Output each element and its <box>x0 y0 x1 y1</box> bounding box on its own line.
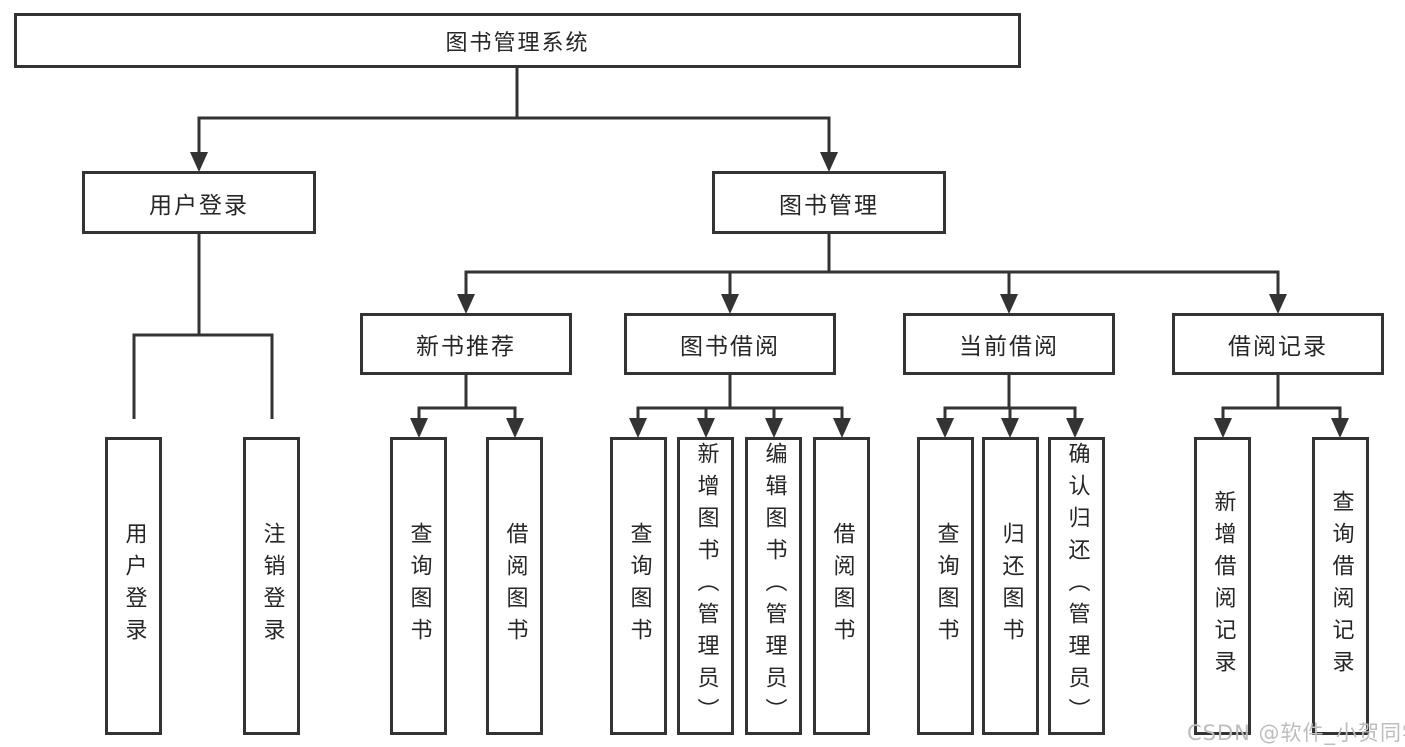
leaf-logout: 注销登录 <box>243 437 300 735</box>
node-new-book-recommendation: 新书推荐 <box>360 313 572 375</box>
node-current-borrowing: 当前借阅 <box>903 313 1115 375</box>
node-book-borrowing: 图书借阅 <box>624 313 836 375</box>
node-user-login: 用户登录 <box>82 171 316 234</box>
leaf-add-books-admin: 新增图书（管理员） <box>677 437 734 735</box>
leaf-borrow-books-recommend: 借阅图书 <box>486 437 543 735</box>
leaf-query-books-recommend: 查询图书 <box>390 437 447 735</box>
leaf-confirm-return-admin: 确认归还（管理员） <box>1048 437 1105 735</box>
leaf-query-books-borrowing: 查询图书 <box>610 437 667 735</box>
leaf-add-borrowing-record: 新增借阅记录 <box>1194 437 1251 735</box>
node-borrowing-records: 借阅记录 <box>1172 313 1384 375</box>
csdn-watermark: CSDN @软件_小贺同学 <box>1187 721 1405 745</box>
leaf-query-books-current: 查询图书 <box>917 437 974 735</box>
leaf-borrow-books-borrowing: 借阅图书 <box>813 437 870 735</box>
leaf-query-borrowing-record: 查询借阅记录 <box>1312 437 1369 735</box>
node-book-management: 图书管理 <box>712 171 946 234</box>
node-library-management-system: 图书管理系统 <box>14 13 1021 68</box>
leaf-edit-books-admin: 编辑图书（管理员） <box>745 437 802 735</box>
leaf-user-login: 用户登录 <box>105 437 162 735</box>
leaf-return-books: 归还图书 <box>982 437 1039 735</box>
